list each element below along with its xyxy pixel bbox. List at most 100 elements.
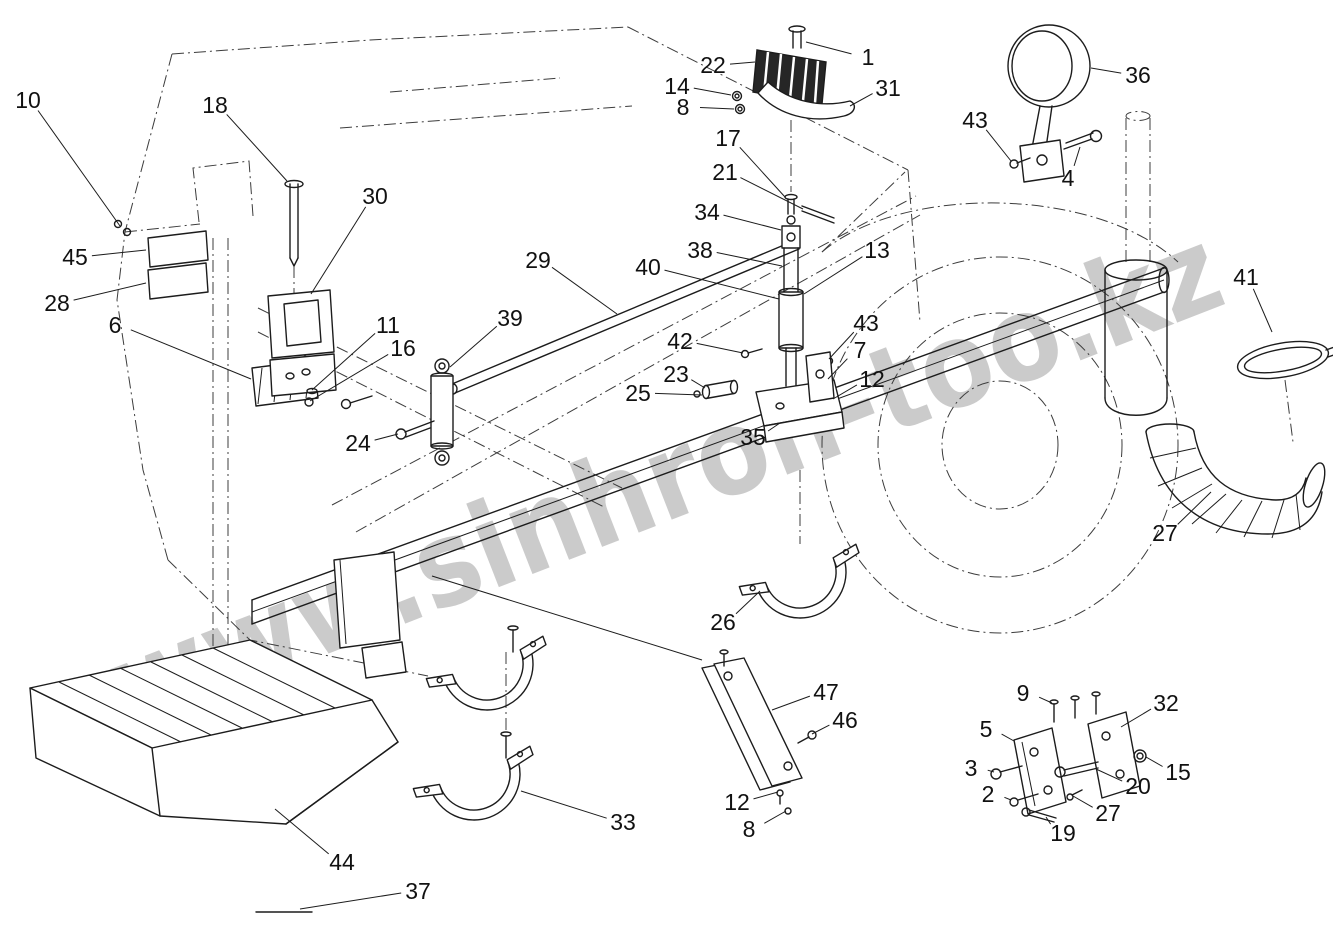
leader-line-11 bbox=[311, 333, 376, 391]
callout-19: 19 bbox=[1050, 820, 1076, 846]
leader-line-35 bbox=[767, 422, 781, 432]
saddle-clamp-33 bbox=[412, 731, 549, 840]
leader-line-21 bbox=[740, 177, 804, 210]
leader-line-33 bbox=[520, 790, 607, 819]
mount-bracket-35 bbox=[755, 351, 845, 443]
leader-line-10 bbox=[37, 110, 121, 227]
leader-line-20 bbox=[1095, 768, 1123, 782]
exhaust-elbow bbox=[1145, 423, 1326, 539]
leader-line-42 bbox=[696, 342, 744, 354]
callout-8: 8 bbox=[743, 816, 756, 842]
leader-line-30 bbox=[310, 206, 367, 295]
support-plate-47 bbox=[701, 649, 817, 815]
leader-line-1 bbox=[805, 41, 852, 55]
leader-line-12 bbox=[753, 791, 779, 800]
fastener-kit-right bbox=[990, 691, 1147, 823]
callout-25: 25 bbox=[625, 380, 651, 406]
top-bracket-assembly bbox=[731, 25, 856, 120]
pin-bracket-assembly bbox=[267, 179, 337, 407]
callout-4: 4 bbox=[1062, 165, 1075, 191]
callout-23: 23 bbox=[663, 361, 689, 387]
leader-line-43 bbox=[985, 129, 1012, 162]
leader-line-27 bbox=[1072, 795, 1093, 808]
hose-clamp-ring bbox=[1236, 340, 1333, 443]
callout-16: 16 bbox=[390, 335, 416, 361]
leader-line-39 bbox=[449, 325, 498, 368]
callout-6: 6 bbox=[109, 312, 122, 338]
leader-line-8 bbox=[699, 107, 735, 110]
leader-line-36 bbox=[1090, 67, 1122, 74]
callout-45: 45 bbox=[62, 244, 88, 270]
callout-14: 14 bbox=[664, 73, 690, 99]
air-canister bbox=[1104, 259, 1168, 416]
leader-line-7 bbox=[827, 358, 848, 380]
callout-12: 12 bbox=[724, 789, 750, 815]
leader-line-19 bbox=[1045, 816, 1052, 825]
main-tube bbox=[251, 266, 1170, 625]
callout-3: 3 bbox=[965, 755, 978, 781]
callout-38: 38 bbox=[687, 237, 713, 263]
leader-line-22 bbox=[729, 61, 756, 65]
callout-33: 33 bbox=[610, 809, 636, 835]
callout-43: 43 bbox=[853, 310, 879, 336]
exhaust-pipe-dashed bbox=[1125, 111, 1151, 264]
leader-line-6 bbox=[130, 329, 252, 380]
callout-17: 17 bbox=[715, 125, 741, 151]
leader-line-31 bbox=[849, 93, 873, 107]
leader-line-38 bbox=[716, 252, 783, 267]
callout-40: 40 bbox=[635, 254, 661, 280]
leader-line-27 bbox=[1177, 491, 1212, 525]
leader-line-25 bbox=[654, 392, 703, 396]
leader-line-16 bbox=[309, 353, 389, 402]
saddle-clamp-middle bbox=[425, 625, 562, 730]
callout-27: 27 bbox=[1152, 520, 1178, 546]
callout-28: 28 bbox=[44, 290, 70, 316]
leader-line-9 bbox=[1038, 696, 1053, 704]
callout-47: 47 bbox=[813, 679, 839, 705]
callout-35: 35 bbox=[740, 424, 766, 450]
callout-46: 46 bbox=[832, 707, 858, 733]
leader-line-2 bbox=[1004, 796, 1012, 801]
callout-9: 9 bbox=[1017, 680, 1030, 706]
leader-line-12 bbox=[832, 384, 858, 400]
machine-outline bbox=[116, 26, 1179, 730]
leader-line-47 bbox=[771, 695, 811, 711]
leader-line-3 bbox=[987, 769, 995, 773]
callout-31: 31 bbox=[875, 75, 901, 101]
callout-5: 5 bbox=[980, 716, 993, 742]
callout-2: 2 bbox=[982, 781, 995, 807]
callout-32: 32 bbox=[1153, 690, 1179, 716]
leader-line-5 bbox=[1001, 733, 1015, 742]
damper-and-rod bbox=[395, 239, 800, 466]
callout-13: 13 bbox=[864, 237, 890, 263]
leader-line-15 bbox=[1145, 756, 1163, 767]
callout-15: 15 bbox=[1165, 759, 1191, 785]
callout-26: 26 bbox=[710, 609, 736, 635]
leader-line-29 bbox=[551, 266, 618, 315]
callout-11: 11 bbox=[376, 312, 400, 338]
leader-line-40 bbox=[664, 269, 780, 300]
leader-line-43 bbox=[828, 331, 855, 360]
callout-42: 42 bbox=[667, 328, 693, 354]
callout-34: 34 bbox=[694, 199, 720, 225]
leader-line-14 bbox=[693, 87, 732, 96]
leader-line-37 bbox=[299, 892, 402, 910]
leader-line-13 bbox=[803, 256, 863, 295]
callout-12: 12 bbox=[859, 366, 885, 392]
callout-10: 10 bbox=[15, 87, 41, 113]
leader-line-23 bbox=[691, 379, 706, 389]
leader-line-32 bbox=[1120, 708, 1152, 728]
leader-line-45 bbox=[91, 249, 147, 257]
step-assembly bbox=[29, 551, 703, 913]
leader-line-34 bbox=[723, 214, 782, 231]
leader-line-8 bbox=[764, 810, 787, 824]
callout-30: 30 bbox=[362, 183, 388, 209]
callout-41: 41 bbox=[1233, 264, 1259, 290]
leader-line-4 bbox=[1073, 146, 1081, 167]
leader-line-26 bbox=[735, 590, 761, 615]
callout-39: 39 bbox=[497, 305, 523, 331]
callout-18: 18 bbox=[202, 92, 228, 118]
rear-wheel bbox=[821, 256, 1179, 634]
